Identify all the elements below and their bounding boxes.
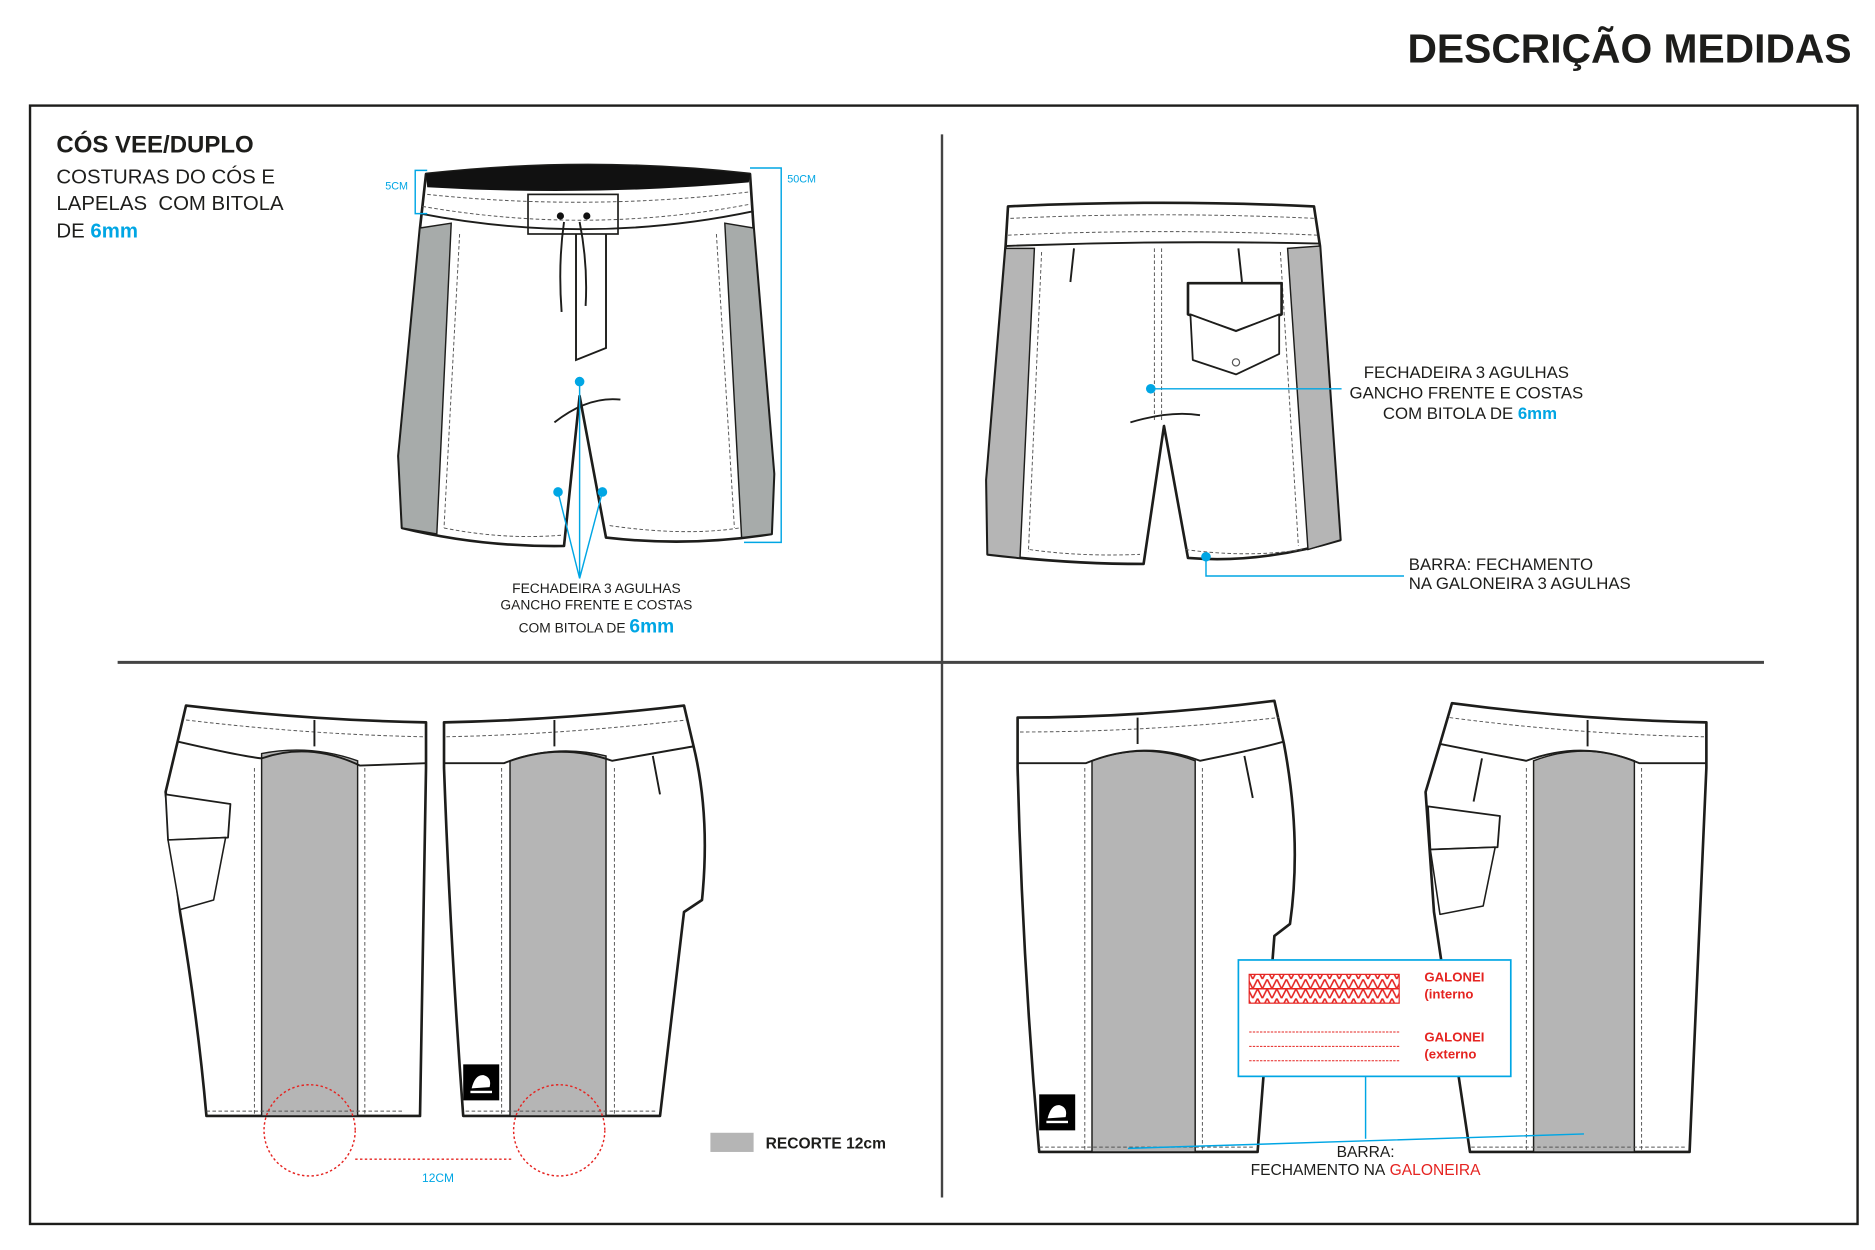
front-callout-value: 6mm xyxy=(629,616,674,637)
front-desc-line1: COSTURAS DO CÓS E xyxy=(56,166,275,189)
external-stitch-label1: GALONEI xyxy=(1424,1030,1484,1045)
front-callout-line1: FECHADEIRA 3 AGULHAS xyxy=(512,581,681,596)
page-title: DESCRIÇÃO MEDIDAS xyxy=(1407,25,1851,71)
side-view-front-drawing xyxy=(1016,699,1297,1154)
panel-front: CÓS VEE/DUPLO COSTURAS DO CÓS E LAPELAS … xyxy=(56,130,816,637)
hem-label-line1: BARRA: xyxy=(1337,1144,1395,1161)
side-view-right-drawing xyxy=(442,704,707,1118)
side-view-back-drawing xyxy=(1424,701,1708,1154)
cut-measure: 12CM xyxy=(422,1171,454,1185)
panel-sides-right: GALONEI (interno GALONEI (externo BARRA:… xyxy=(1016,699,1708,1179)
hem-label-value: GALONEIRA xyxy=(1390,1162,1482,1179)
front-desc-line2: LAPELAS COM BITOLA xyxy=(56,193,284,215)
waistband-measure: 5CM xyxy=(385,181,408,193)
external-stitch-label2: (externo xyxy=(1424,1046,1476,1061)
panel-sides-left: 12CM RECORTE 12cm xyxy=(164,704,886,1185)
svg-text:DE 6mm: DE 6mm xyxy=(56,221,138,243)
back-callout-line1: FECHADEIRA 3 AGULHAS xyxy=(1364,363,1569,382)
front-heading: CÓS VEE/DUPLO xyxy=(56,130,253,158)
side-view-left-drawing xyxy=(164,704,428,1118)
svg-text:COM BITOLA DE 6mm: COM BITOLA DE 6mm xyxy=(1383,404,1557,423)
front-desc-value: 6mm xyxy=(90,221,138,243)
legend-swatch xyxy=(710,1132,754,1152)
svg-text:COM BITOLA DE 6mm: COM BITOLA DE 6mm xyxy=(519,616,675,637)
front-desc-prefix: DE xyxy=(56,221,84,243)
svg-text:FECHAMENTO NA GALONEIRA: FECHAMENTO NA GALONEIRA xyxy=(1251,1162,1482,1179)
legend-label: RECORTE 12cm xyxy=(766,1135,886,1152)
front-callout-line2: GANCHO FRENTE E COSTAS xyxy=(500,598,692,613)
back-callout-prefix: COM BITOLA DE xyxy=(1383,404,1513,423)
front-callout-prefix: COM BITOLA DE xyxy=(519,620,626,635)
internal-stitch-label2: (interno xyxy=(1424,986,1473,1001)
back-callout-value: 6mm xyxy=(1518,404,1557,423)
back-callout-line2: GANCHO FRENTE E COSTAS xyxy=(1350,383,1584,402)
back-hem-line2: NA GALONEIRA 3 AGULHAS xyxy=(1409,574,1631,593)
front-shorts-drawing xyxy=(397,163,782,579)
panel-back: FECHADEIRA 3 AGULHAS GANCHO FRENTE E COS… xyxy=(985,201,1631,593)
length-measure: 50CM xyxy=(787,173,816,185)
back-shorts-drawing xyxy=(985,201,1404,577)
internal-stitch-label1: GALONEI xyxy=(1424,970,1484,985)
sheet-frame xyxy=(28,104,1859,1226)
back-hem-line1: BARRA: FECHAMENTO xyxy=(1409,555,1593,574)
hem-label-prefix: FECHAMENTO NA xyxy=(1251,1162,1386,1179)
